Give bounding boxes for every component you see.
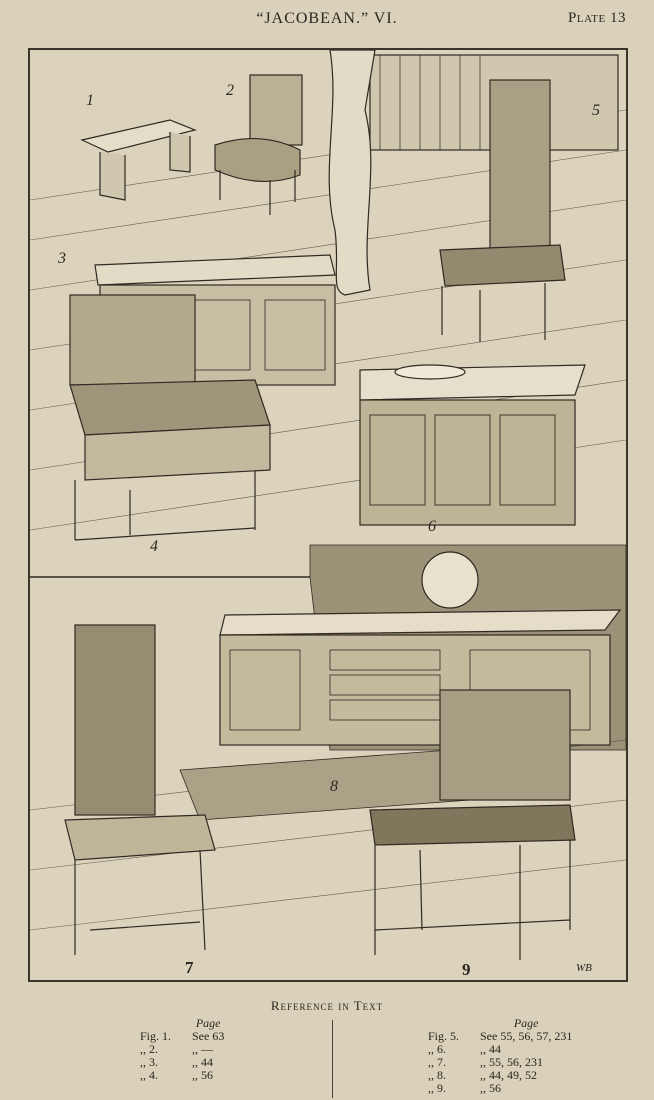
page-heading-left: Page [195,1016,221,1030]
figure-label-5: 5 [592,102,600,119]
page-header: “JACOBEAN.” VI. Plate 13 [0,10,654,34]
reference-row: ,, 3.,, 44 [140,1055,213,1069]
furniture-illustration [30,50,626,960]
reference-divider [332,1020,333,1098]
figure-label-4: 4 [150,538,158,555]
artist-signature: WB [576,962,592,974]
plate-number: Plate 13 [568,10,626,26]
reference-row: Fig. 1.See 63 [140,1029,225,1043]
reference-row: ,, 2.,, — [140,1042,213,1056]
reference-row: ,, 7.,, 55, 56, 231 [428,1055,543,1069]
reference-right-column: Page Fig. 5.See 55, 56, 57, 231 ,, 6.,, … [428,1017,572,1095]
figure-label-2: 2 [226,82,234,99]
figure-label-7: 7 [185,958,194,977]
reference-row: ,, 9.,, 56 [428,1081,501,1095]
illustration-plate: 1 2 3 4 5 6 7 8 9 WB [28,48,628,982]
reference-title: Reference in Text [270,998,384,1013]
reference-row: ,, 4.,, 56 [140,1068,213,1082]
figure-label-6: 6 [428,518,436,535]
reference-row: Fig. 5.See 55, 56, 57, 231 [428,1029,573,1043]
reference-row: ,, 8.,, 44, 49, 52 [428,1068,537,1082]
figure-label-3: 3 [58,250,66,267]
page-title: “JACOBEAN.” VI. [256,10,398,27]
reference-left-column: Page Fig. 1.See 63 ,, 2.,, — ,, 3.,, 44 … [140,1017,224,1082]
reference-row: ,, 6.,, 44 [428,1042,501,1056]
figure-label-8: 8 [330,778,338,795]
page-heading-right: Page [513,1016,539,1030]
figure-label-1: 1 [86,92,94,109]
figure-label-9: 9 [462,960,471,979]
